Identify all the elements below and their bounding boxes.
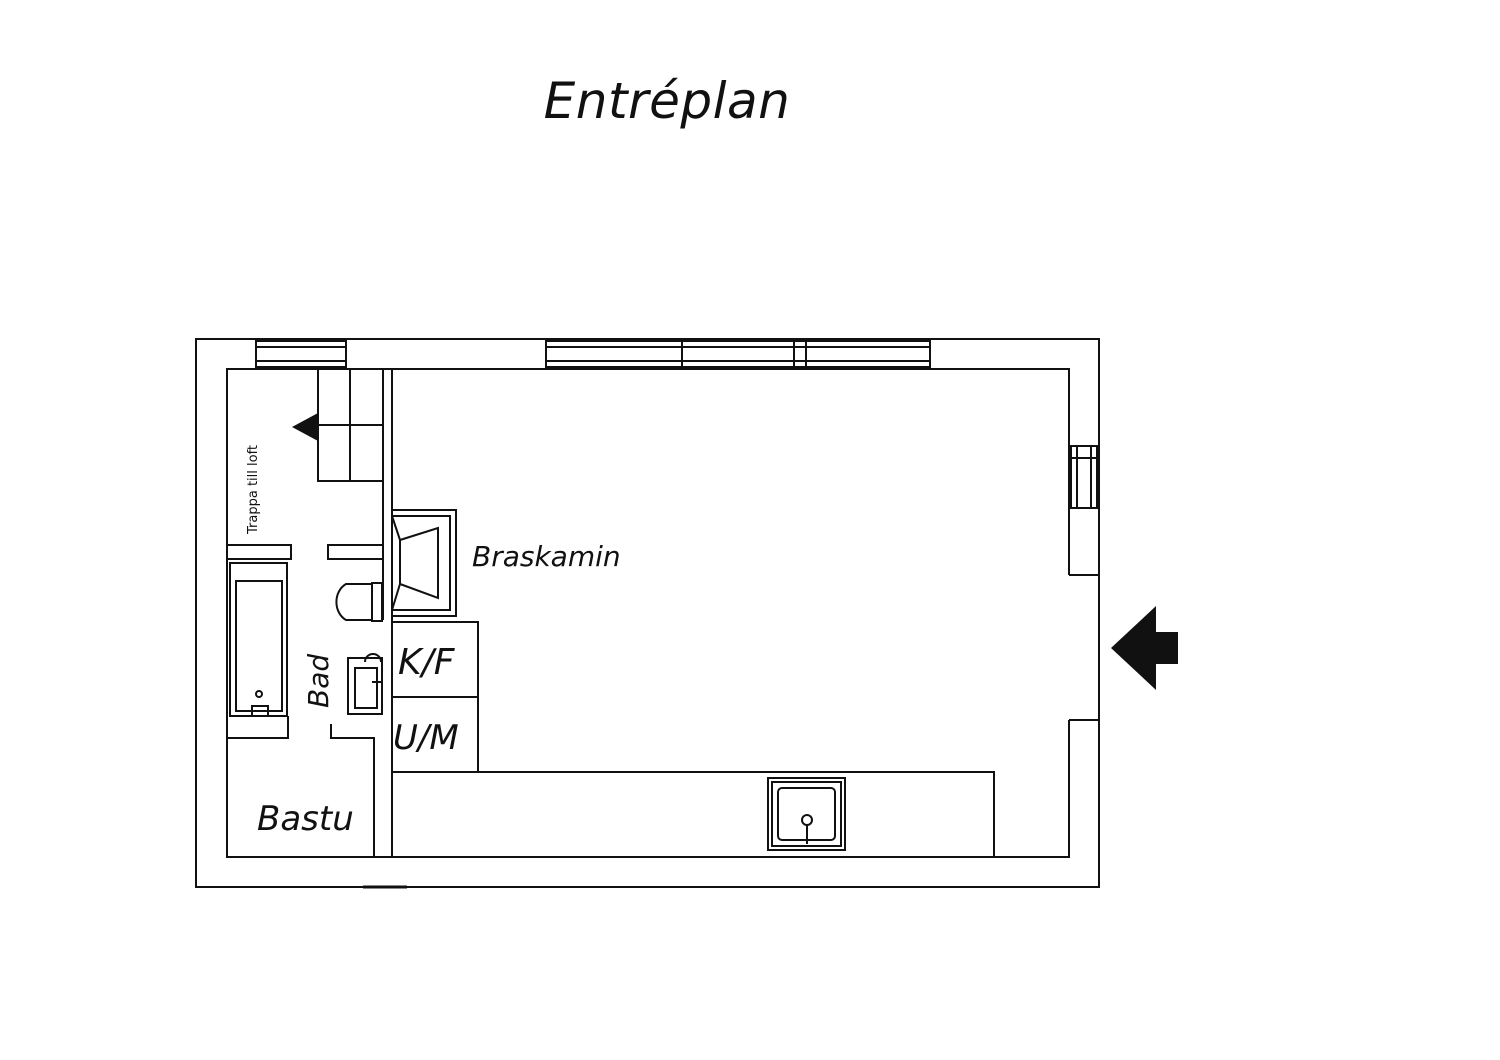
washer-label: U/M — [393, 718, 459, 758]
sauna-label: Bastu — [257, 799, 354, 839]
bath-wall-upper-left — [226, 544, 292, 560]
bath-wall-lower-right — [330, 724, 375, 857]
fridge-freezer-label: K/F — [398, 642, 456, 683]
bathtub-icon — [229, 562, 288, 717]
wash-basin-icon — [347, 653, 383, 715]
entrance-arrow-icon — [1111, 606, 1178, 690]
window-right — [1070, 445, 1098, 509]
stairs-label: Trappa till loft — [246, 445, 261, 535]
bath-label: Bad — [302, 654, 335, 708]
stairs — [317, 368, 384, 482]
fireplace-icon — [391, 509, 457, 617]
bath-wall-upper-right — [327, 544, 384, 560]
inner-wall — [226, 368, 1070, 858]
bath-wall-lower-left — [227, 716, 289, 739]
kitchen-counter — [391, 771, 995, 858]
fireplace-label: Braskamin — [472, 540, 621, 573]
window-top-left — [255, 340, 347, 368]
window-top-main — [545, 340, 931, 368]
outer-wall — [195, 338, 1100, 888]
page-title: Entréplan — [543, 72, 791, 130]
toilet-icon — [335, 582, 383, 622]
kitchen-sink-icon — [767, 777, 846, 851]
stair-arrow-icon — [292, 413, 318, 441]
